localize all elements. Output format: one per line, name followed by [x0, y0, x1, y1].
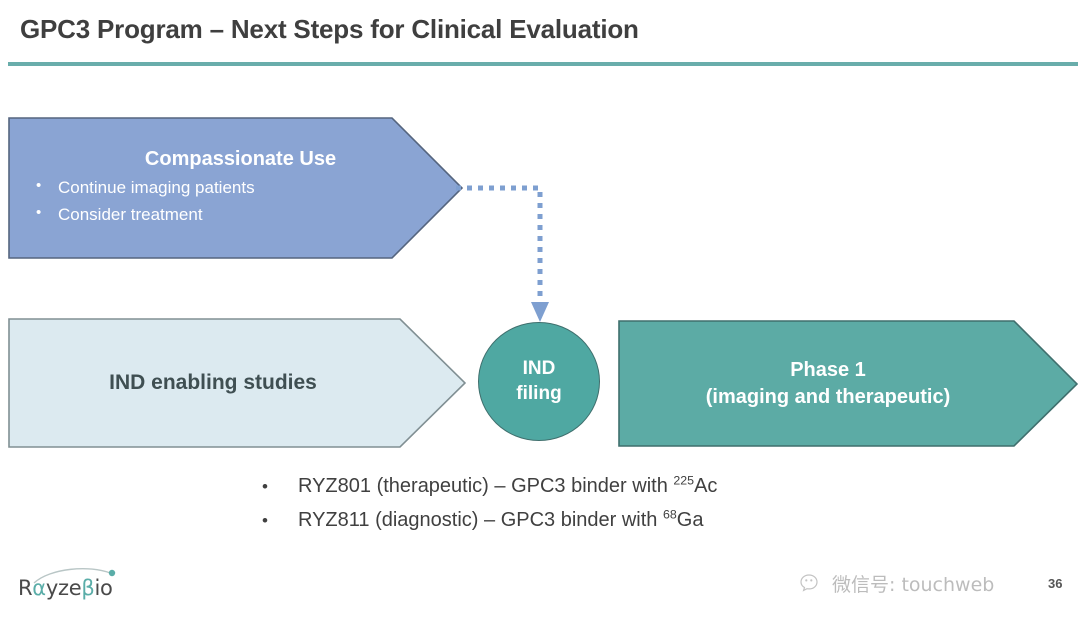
ind-filing-label: IND filing: [516, 357, 561, 406]
list-item: • RYZ811 (diagnostic) – GPC3 binder with…: [262, 507, 882, 531]
logo-part-5: io: [94, 576, 113, 600]
detail-bullet-0-post: Ac: [694, 475, 718, 497]
detail-bullet-1-pre: RYZ811 (diagnostic) – GPC3 binder with: [298, 509, 663, 531]
detail-bullet-1-superscript: 68: [663, 507, 677, 522]
rayzebio-logo: Rαyzeβio: [18, 566, 138, 606]
compassionate-use-bullet-list: Continue imaging patients Consider treat…: [8, 174, 463, 228]
phase-1-label: Phase 1 (imaging and therapeutic): [618, 357, 1078, 411]
wechat-watermark: 微信号: touchweb: [800, 570, 994, 597]
detail-bullet-list: • RYZ801 (therapeutic) – GPC3 binder wit…: [262, 473, 882, 544]
logo-part-3: yze: [45, 576, 82, 600]
bullet-glyph: •: [262, 511, 268, 530]
chevron-shape-pale-blue: [8, 318, 466, 448]
detail-bullet-0-pre: RYZ801 (therapeutic) – GPC3 binder with: [298, 475, 674, 497]
page-title: GPC3 Program – Next Steps for Clinical E…: [20, 14, 639, 44]
ind-filing-node: IND filing: [478, 322, 600, 441]
list-item: • RYZ801 (therapeutic) – GPC3 binder wit…: [262, 473, 882, 497]
ind-filing-line2: filing: [516, 382, 562, 404]
compassionate-use-chevron: Compassionate Use Continue imaging patie…: [8, 117, 463, 259]
phase-1-line1: Phase 1: [790, 358, 866, 381]
logo-part-1: R: [18, 576, 33, 600]
logo-wordmark: Rαyzeβio: [18, 576, 113, 600]
phase-1-line2: (imaging and therapeutic): [705, 385, 951, 408]
logo-swoosh-icon: [33, 568, 116, 584]
ind-filing-line1: IND: [522, 357, 556, 379]
page-number: 36: [1048, 576, 1063, 591]
dotted-connector-arrow: [456, 185, 549, 322]
logo-part-2: α: [32, 576, 46, 600]
phase-1-chevron: Phase 1 (imaging and therapeutic): [618, 320, 1078, 447]
detail-bullet-text-1: RYZ811 (diagnostic) – GPC3 binder with 6…: [298, 507, 704, 531]
detail-bullet-text-0: RYZ801 (therapeutic) – GPC3 binder with …: [298, 473, 718, 497]
list-item: Consider treatment: [34, 200, 463, 228]
detail-bullet-1-post: Ga: [676, 509, 704, 531]
watermark-text: 微信号: touchweb: [832, 574, 995, 596]
ind-enabling-studies-chevron: IND enabling studies: [8, 318, 466, 448]
chevron-shape-teal: [618, 320, 1078, 447]
wechat-icon: [800, 573, 818, 592]
detail-bullet-0-superscript: 225: [673, 473, 695, 488]
bullet-glyph: •: [262, 477, 268, 496]
title-divider: [8, 62, 1078, 66]
list-item: Continue imaging patients: [34, 174, 463, 201]
compassionate-use-heading: Compassionate Use: [144, 148, 337, 171]
logo-part-4: β: [81, 576, 95, 600]
ind-enabling-studies-label: IND enabling studies: [109, 371, 317, 394]
